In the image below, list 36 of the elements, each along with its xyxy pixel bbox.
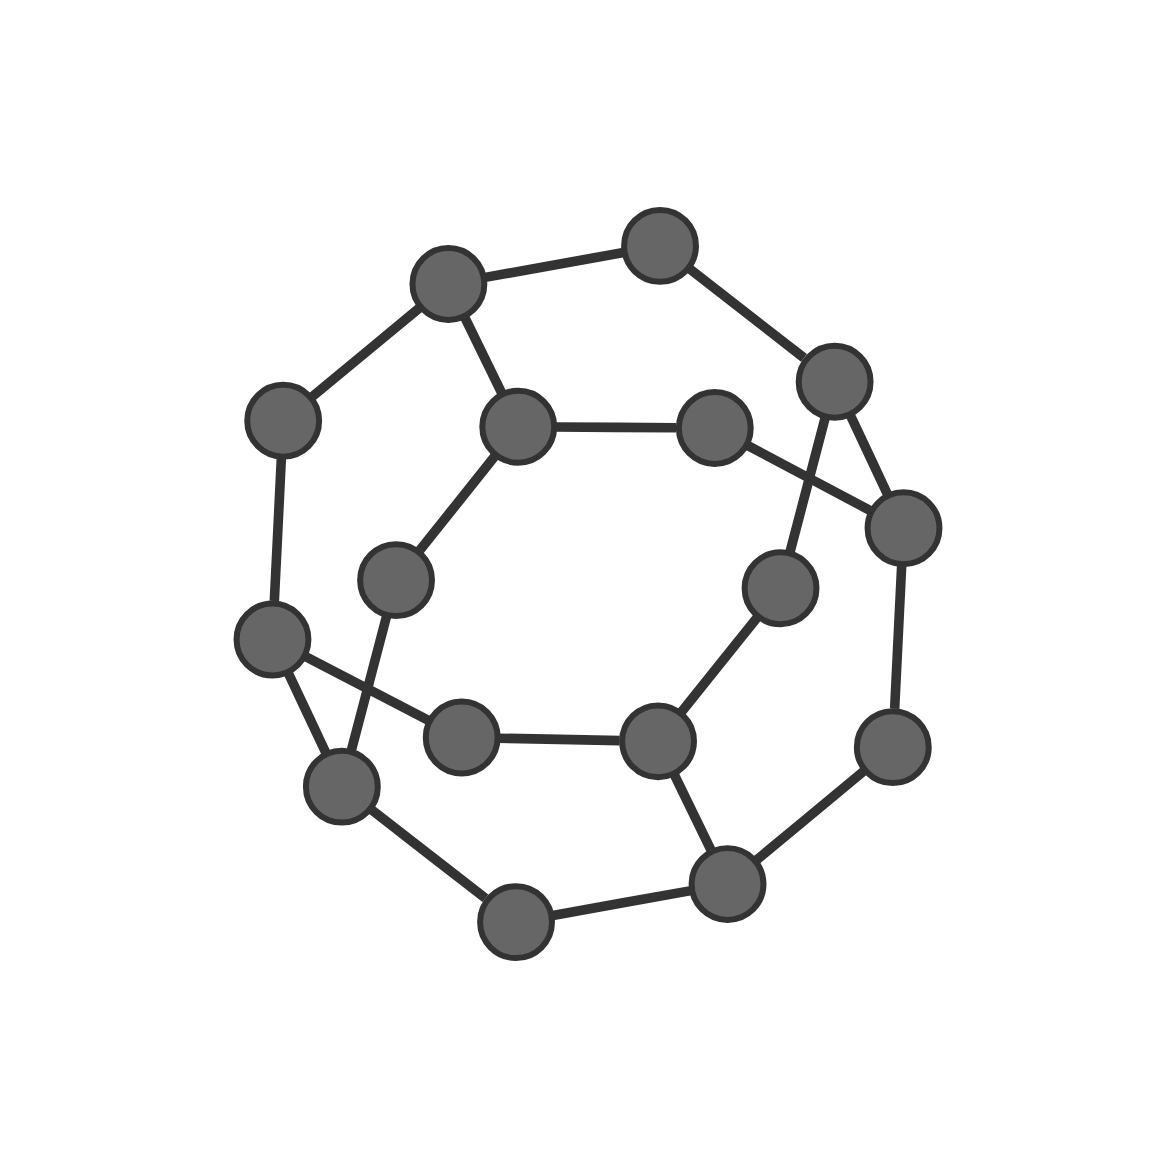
connector: [552, 884, 692, 920]
connector: [745, 440, 874, 515]
connector: [785, 415, 830, 553]
node-circle: [619, 701, 697, 780]
node-circle: [864, 488, 943, 567]
connector: [889, 563, 907, 708]
node-circle: [741, 548, 820, 627]
connector: [460, 313, 507, 395]
node-circle: [409, 244, 488, 322]
connector: [284, 670, 331, 754]
connector: [367, 804, 489, 902]
node-circle: [795, 341, 874, 420]
node-circle: [479, 386, 558, 465]
connector: [308, 302, 423, 400]
node-circle: [233, 599, 312, 678]
node-circle: [675, 388, 754, 466]
connector: [669, 771, 716, 853]
connector: [415, 452, 499, 553]
connector: [554, 421, 677, 432]
connector: [677, 613, 761, 714]
node-circle: [357, 540, 435, 619]
node-circle: [422, 697, 501, 776]
connector: [484, 246, 625, 282]
node-circle: [621, 205, 699, 284]
node-circle: [853, 707, 932, 786]
connector: [685, 263, 807, 361]
connector: [303, 651, 432, 724]
connector: [753, 766, 868, 863]
connector: [497, 732, 620, 745]
node-circle: [688, 844, 767, 922]
connector: [269, 455, 287, 601]
node-circle: [477, 882, 555, 961]
node-circle: [302, 746, 381, 825]
node-circle: [244, 380, 323, 459]
connector: [846, 412, 892, 496]
connector: [346, 613, 392, 752]
